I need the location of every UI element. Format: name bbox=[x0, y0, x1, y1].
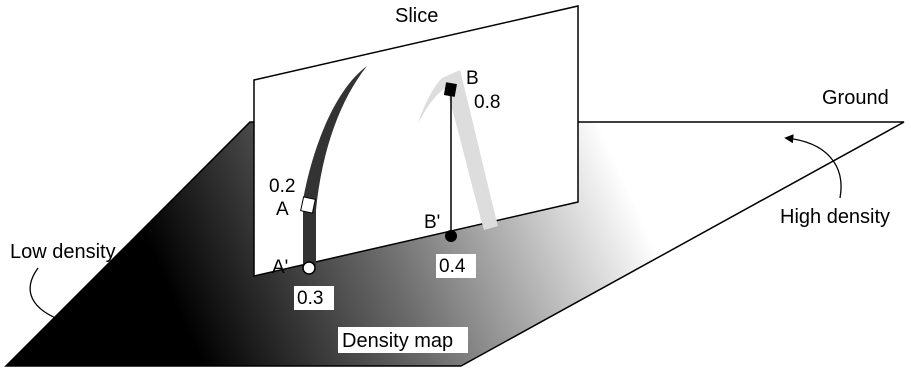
slice-title: Slice bbox=[395, 5, 438, 27]
point-b-prime-label: B' bbox=[424, 212, 440, 233]
label-bg-0-3 bbox=[294, 286, 334, 310]
ground-plane bbox=[4, 121, 905, 367]
point-b-marker bbox=[443, 82, 457, 97]
light-density-band bbox=[418, 70, 498, 230]
point-b-prime-value: 0.4 bbox=[439, 256, 466, 277]
ground-label: Ground bbox=[822, 87, 889, 109]
low-density-arrow bbox=[29, 267, 68, 325]
high-density-label: High density bbox=[780, 206, 890, 228]
point-a-prime-marker bbox=[302, 261, 316, 275]
point-b-label: B bbox=[466, 68, 479, 89]
point-a-label: A bbox=[276, 199, 289, 220]
point-a-prime-label: A' bbox=[272, 257, 288, 278]
dark-density-band bbox=[303, 66, 367, 268]
label-bg-density-map bbox=[338, 327, 468, 353]
high-density-arrow bbox=[784, 134, 842, 199]
point-b-value: 0.8 bbox=[474, 92, 500, 113]
label-bg-0-4 bbox=[436, 254, 476, 278]
point-a-prime-value: 0.3 bbox=[297, 288, 323, 309]
low-density-label: Low density bbox=[10, 241, 116, 263]
point-b-prime-marker bbox=[445, 230, 457, 242]
density-map-label: Density map bbox=[342, 330, 453, 352]
point-a-value: 0.2 bbox=[269, 176, 295, 197]
slice-plane bbox=[253, 5, 579, 277]
point-a-marker bbox=[300, 196, 316, 214]
